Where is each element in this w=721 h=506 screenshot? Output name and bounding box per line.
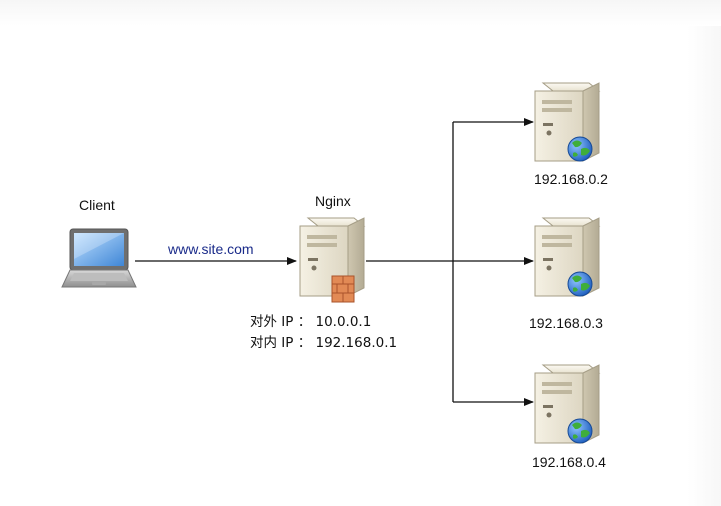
globe-icon bbox=[567, 136, 593, 162]
backend-ip-label-3: 192.168.0.4 bbox=[532, 454, 606, 470]
connectors bbox=[135, 118, 534, 406]
right-border-shade bbox=[687, 26, 721, 506]
backend-server-icon-1 bbox=[534, 82, 601, 162]
backend-ip-label-1: 192.168.0.2 bbox=[534, 171, 608, 187]
nginx-server-icon bbox=[299, 217, 366, 303]
external-ip-label: 对外 IP ： 10.0.0.1 bbox=[250, 314, 372, 330]
connection-label: www.site.com bbox=[168, 241, 254, 257]
nginx-label: Nginx bbox=[315, 193, 351, 209]
client-label: Client bbox=[79, 197, 115, 213]
backend-server-icon-3 bbox=[534, 364, 601, 444]
firewall-icon bbox=[331, 275, 355, 303]
globe-icon bbox=[567, 271, 593, 297]
internal-ip-label: 对内 IP ： 192.168.0.1 bbox=[250, 335, 398, 351]
backend-server-icon-2 bbox=[534, 217, 601, 297]
globe-icon bbox=[567, 418, 593, 444]
laptop-icon bbox=[61, 228, 137, 288]
top-border-shade bbox=[0, 0, 721, 26]
backend-ip-label-2: 192.168.0.3 bbox=[529, 315, 603, 331]
